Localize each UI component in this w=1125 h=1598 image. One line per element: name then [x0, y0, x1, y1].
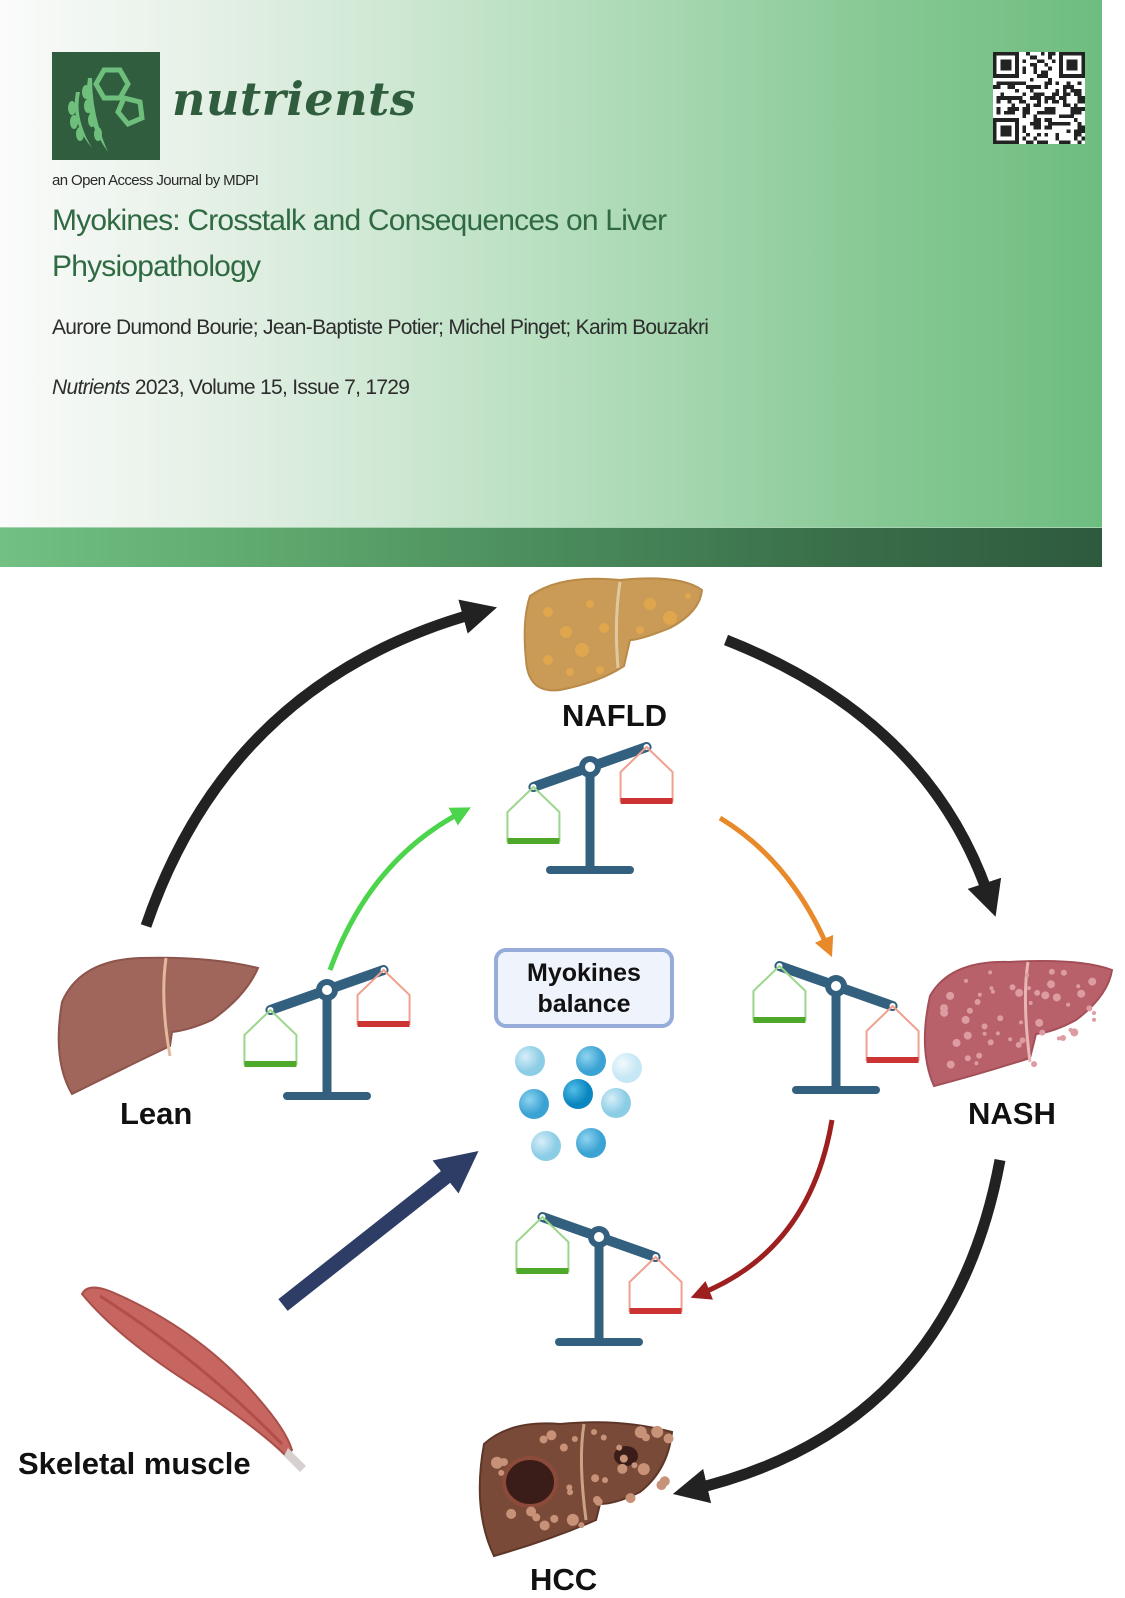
journal-tagline: an Open Access Journal by MDPI: [52, 172, 259, 189]
journal-header: [0, 0, 1102, 527]
label-nash: NASH: [968, 1096, 1056, 1131]
balance-label: balance: [537, 990, 631, 1018]
arrow-nash-to-hcc: [672, 1158, 1006, 1504]
arrow-dark-red: [690, 1119, 835, 1300]
label-hcc: HCC: [530, 1562, 598, 1597]
qr-code-icon[interactable]: [993, 52, 1085, 144]
header-band: [0, 527, 1102, 567]
journal-name: nutrients: [172, 72, 417, 126]
article-authors: Aurore Dumond Bourie; Jean-Baptiste Poti…: [52, 316, 709, 339]
arrow-lean-to-nafld: [140, 599, 497, 928]
label-lean: Lean: [120, 1096, 193, 1131]
arrow-green: [327, 807, 471, 971]
article-title: Myokines: Crosstalk and Consequences on …: [52, 204, 667, 283]
page-edge: [1102, 0, 1125, 566]
label-nafld: NAFLD: [562, 698, 668, 733]
arrow-orange: [718, 815, 834, 958]
liver-nash-icon: [923, 960, 1114, 1088]
citation-details: 2023, Volume 15, Issue 7, 1729: [129, 376, 410, 399]
scale-top-icon: [506, 741, 674, 874]
myokines-diagram: [57, 577, 1114, 1558]
article-citation: Nutrients 2023, Volume 15, Issue 7, 1729: [52, 376, 410, 400]
skeletal-muscle-icon: [80, 1286, 306, 1472]
scale-bottom-icon: [515, 1211, 683, 1346]
liver-nafld-icon: [523, 577, 704, 692]
arrow-nafld-to-nash: [723, 634, 1002, 917]
myokines-balance-box: Myokines balance: [494, 948, 674, 1028]
scale-left-icon: [243, 964, 411, 1100]
citation-journal: Nutrients: [52, 376, 130, 399]
label-skeletal-muscle: Skeletal muscle: [18, 1446, 251, 1481]
liver-lean-icon: [57, 956, 260, 1096]
myokine-molecules-icon: [515, 1046, 642, 1161]
scale-right-icon: [752, 960, 920, 1094]
arrow-muscle-to-myokines: [278, 1151, 479, 1311]
myokines-label: Myokines: [527, 959, 641, 987]
wheat-molecule-logo-icon: [52, 52, 160, 160]
liver-hcc-icon: [478, 1421, 674, 1558]
